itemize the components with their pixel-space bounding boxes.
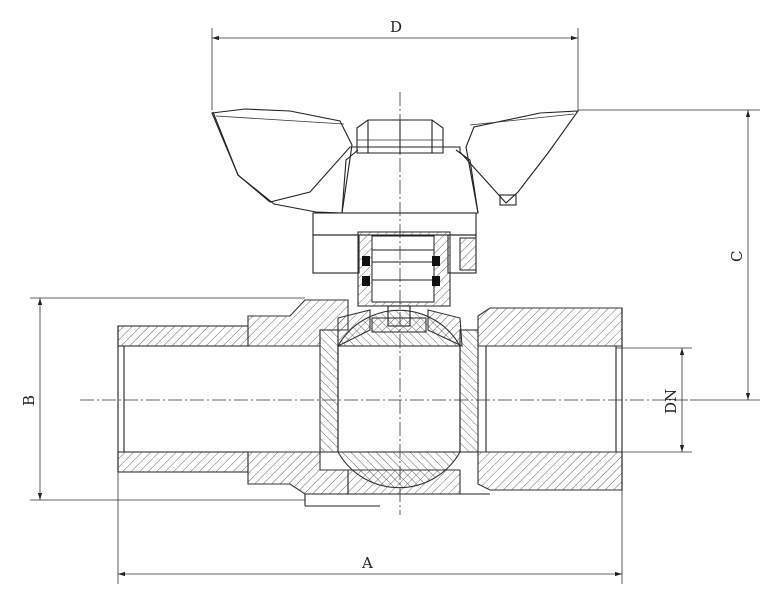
dimension-d: D: [211, 18, 579, 110]
stem-collar: [312, 212, 477, 274]
dimension-dn: DN: [616, 347, 692, 453]
valve-body: [117, 299, 623, 507]
butterfly-handle: [211, 108, 580, 214]
dimension-c-label: C: [728, 251, 746, 262]
dimension-d-label: D: [390, 18, 402, 36]
dimension-b: B: [20, 297, 305, 501]
dimension-dn-label: DN: [662, 389, 680, 414]
dimension-a: A: [117, 472, 623, 584]
dimension-a-label: A: [361, 554, 373, 572]
ball: [337, 309, 461, 489]
dimension-b-label: B: [20, 395, 38, 406]
dimension-c: C: [578, 109, 760, 401]
